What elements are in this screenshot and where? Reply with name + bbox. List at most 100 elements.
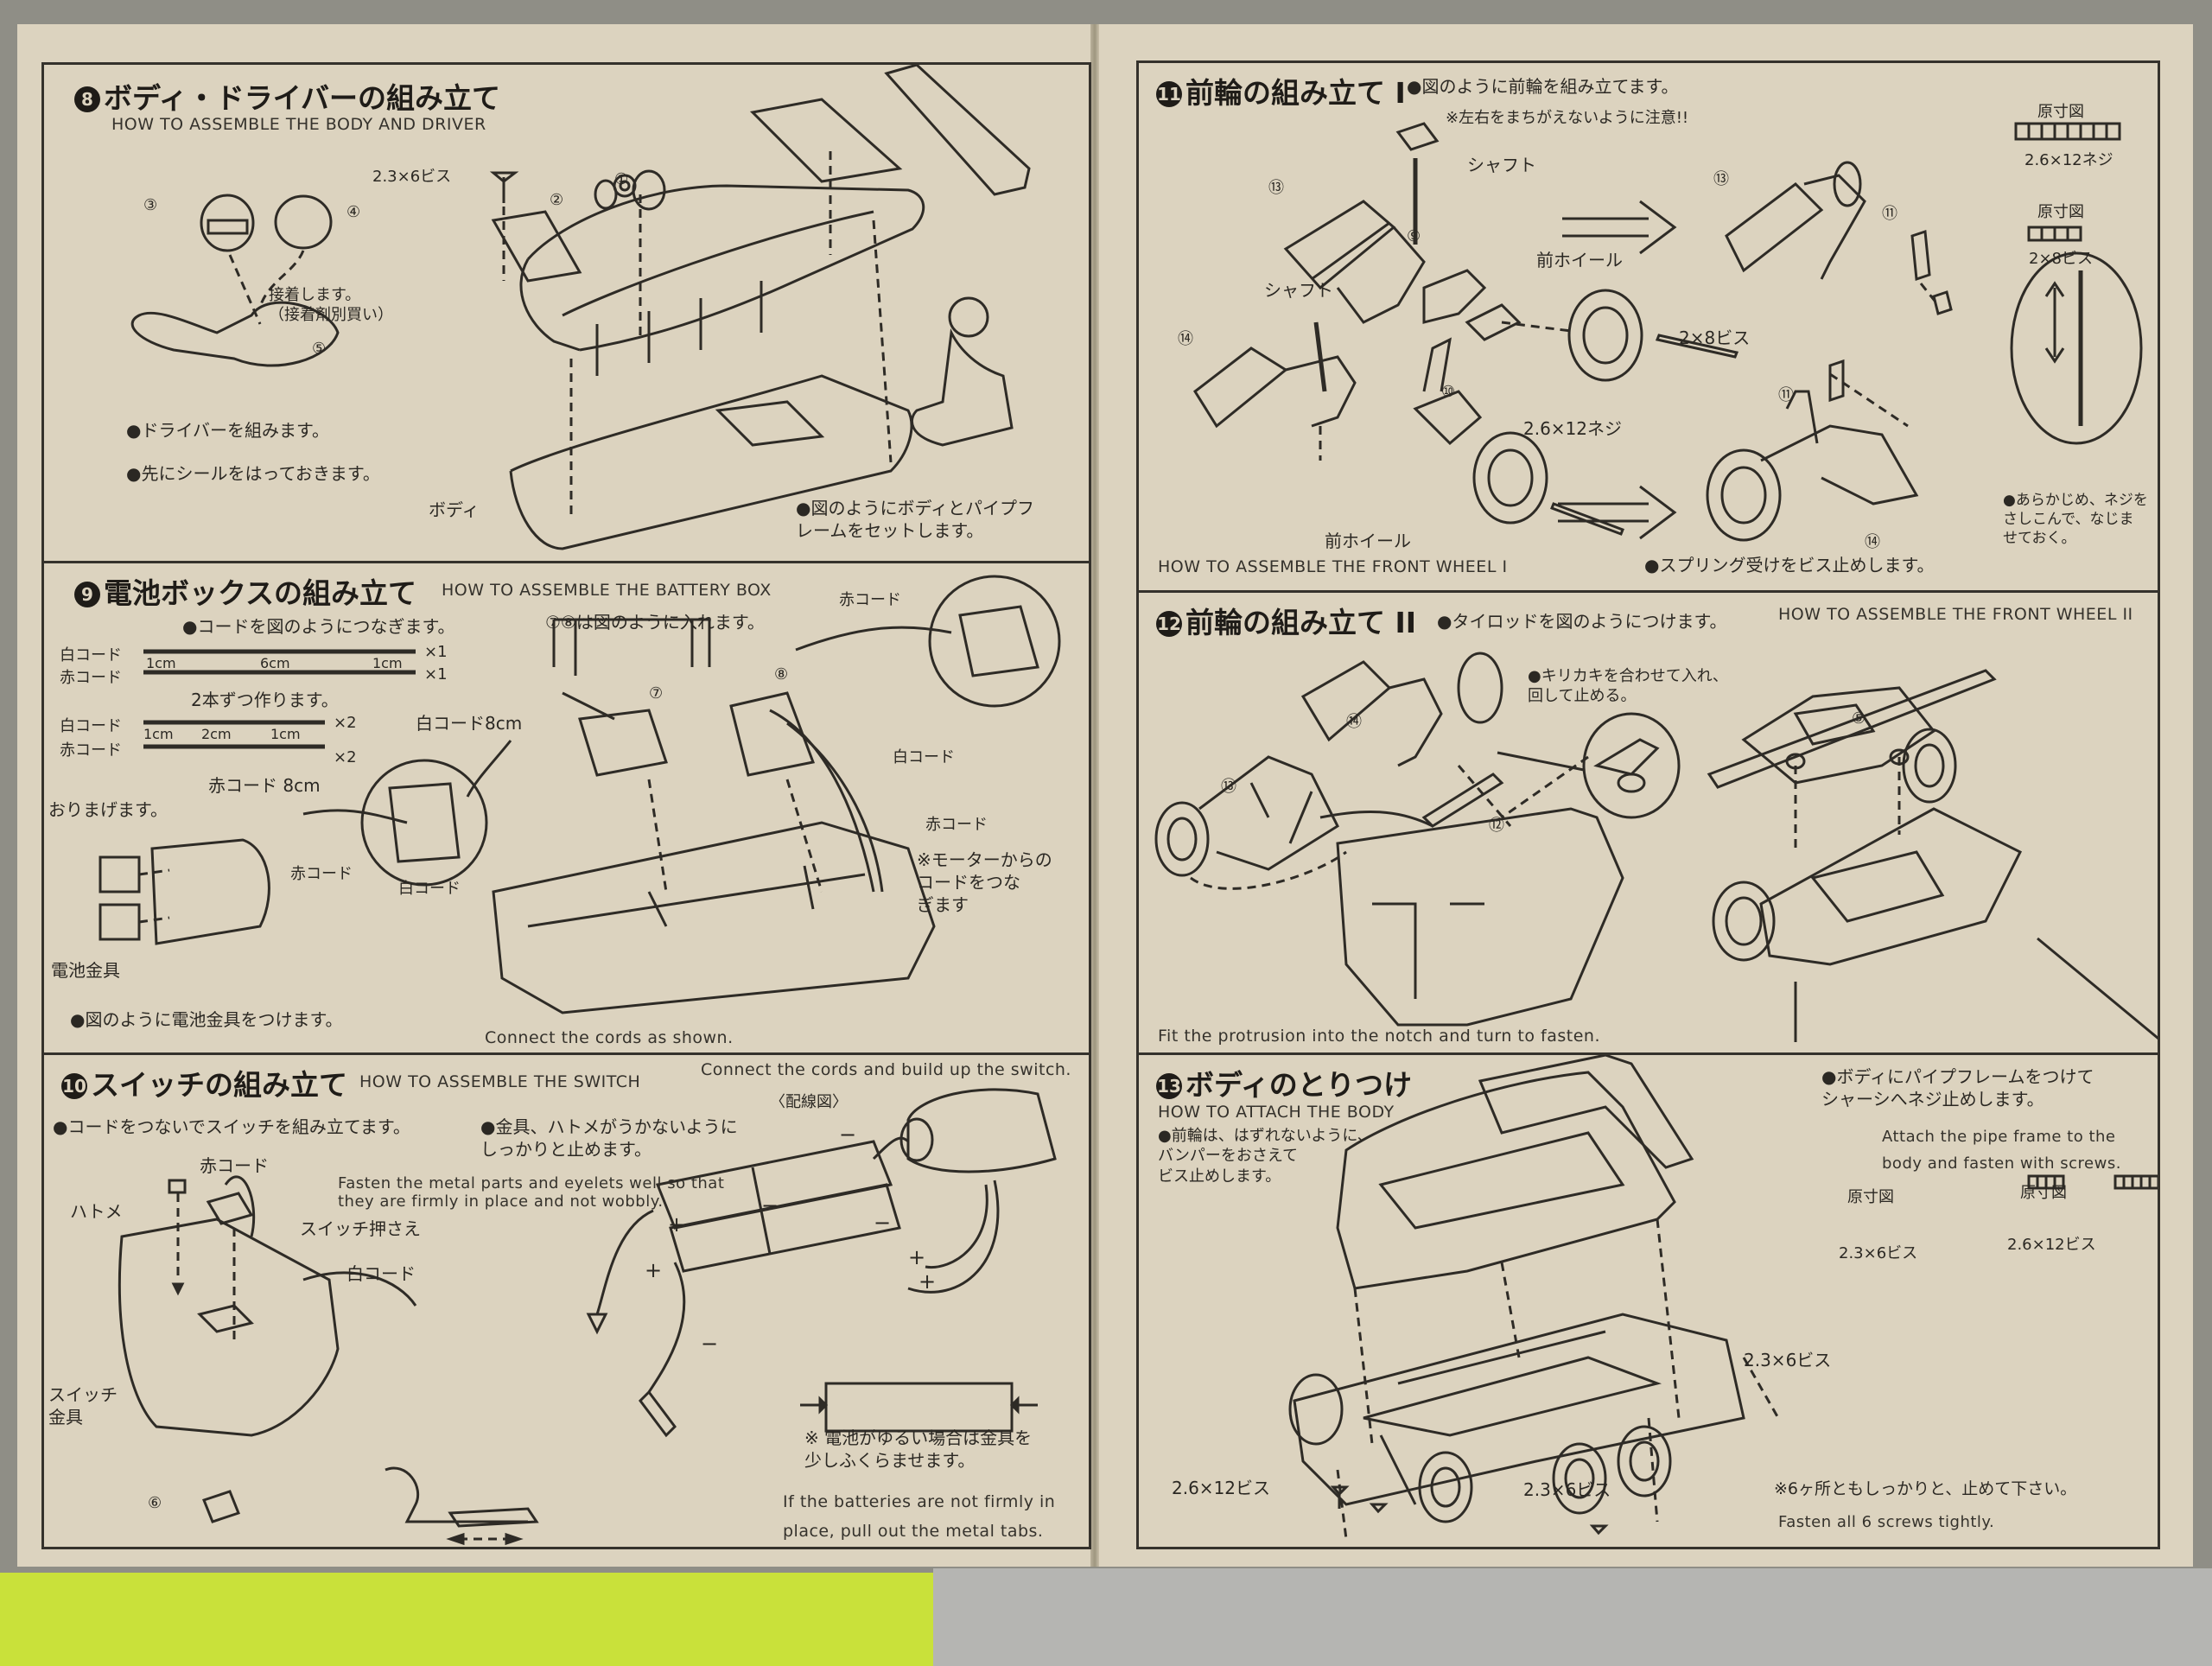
screw-2x8: 2×8ビス xyxy=(1679,327,1751,348)
part-4: ④ xyxy=(346,203,361,221)
part-10: ⑩ xyxy=(1441,383,1456,401)
actual-size-2-6x12: 2.6×12ネジ xyxy=(2024,151,2113,169)
actual-size-2x8: 2×8ビス xyxy=(2029,250,2093,268)
loose-battery-note: ※ 電池がゆるい場合は金具を 少しふくらませます。 xyxy=(804,1428,1033,1471)
pipe-note: ●ボディにパイプフレームをつけて シャーシへネジ止めします。 xyxy=(1821,1066,2094,1110)
part-14-s12: ⑭ xyxy=(1346,713,1362,731)
attach-body-illustration xyxy=(1288,1055,2158,1540)
red-cord-right: 赤コード xyxy=(925,816,988,834)
dim-1cm-c: 1cm xyxy=(143,726,174,742)
red-cord-top: 赤コード xyxy=(839,591,901,609)
shaft-upper: シャフト xyxy=(1467,155,1536,175)
background-green-object xyxy=(0,1573,950,1666)
part-13-left: ⑬ xyxy=(1268,179,1284,197)
dim-2cm: 2cm xyxy=(201,726,232,742)
plus-4: + xyxy=(918,1269,937,1294)
cord-row-3-label: 白コード xyxy=(60,717,122,735)
part-13-s12: ⑬ xyxy=(1221,778,1236,796)
page-fold xyxy=(1090,24,1099,1567)
front-wheel-2-illustration xyxy=(1154,652,2158,1042)
minus-2: − xyxy=(761,1193,779,1218)
front-wheel-lower: 前ホイール xyxy=(1325,531,1411,551)
switch-fitting-label: スイッチ 金具 xyxy=(48,1384,118,1428)
section-11-intro: ●図のように前輪を組み立てます。 xyxy=(1407,76,1679,97)
tight-note: ※6ヶ所ともしっかりと、止めて下さい。 xyxy=(1774,1479,2077,1498)
part-11-upper: ⑪ xyxy=(1882,205,1897,223)
connect-note: ●コードを図のようにつなぎます。 xyxy=(182,616,455,637)
cord-row-1-qty: ×1 xyxy=(424,643,448,661)
section-12-title-en: HOW TO ASSEMBLE THE FRONT WHEEL II xyxy=(1778,605,2133,624)
part-5-right: ⑤ xyxy=(1852,709,1866,728)
cord-row-3-qty: ×2 xyxy=(334,714,357,732)
minus-4: − xyxy=(701,1332,719,1356)
actual-size-s13-b: 原寸図 xyxy=(2020,1184,2067,1202)
section-8-title-en: HOW TO ASSEMBLE THE BODY AND DRIVER xyxy=(111,115,486,134)
section-12-caption-en: Fit the protrusion into the notch and tu… xyxy=(1158,1027,1601,1046)
pipe-note-en: Attach the pipe frame to the body and fa… xyxy=(1882,1128,2121,1173)
motor-note: ※モーターからの コードをつな ぎます xyxy=(917,849,1052,915)
fold-note: おりまげます。 xyxy=(48,799,168,820)
screw-label-2-3x6-bottom: 2.3×6ビス xyxy=(1523,1479,1611,1500)
cord-row-2-label: 赤コード xyxy=(60,669,122,687)
loose-battery-note-en: If the batteries are not firmly in place… xyxy=(783,1492,1056,1542)
minus-3: − xyxy=(874,1211,892,1235)
part-11-lower: ⑪ xyxy=(1778,386,1794,404)
body-label: ボディ xyxy=(429,499,480,520)
dim-1cm-d: 1cm xyxy=(270,726,301,742)
part-14-left: ⑭ xyxy=(1178,330,1193,348)
plus-1: + xyxy=(668,1212,686,1237)
right-page xyxy=(1097,24,2193,1567)
wiring-label: 〈配線図〉 xyxy=(770,1093,848,1111)
front-wheel-upper: 前ホイール xyxy=(1536,250,1623,270)
part-13-right: ⑬ xyxy=(1713,170,1729,188)
switch-holder-label: スイッチ押さえ xyxy=(300,1218,421,1239)
section-12-intro: ●タイロッドを図のようにつけます。 xyxy=(1437,611,1727,632)
actual-size-1: 原寸図 xyxy=(2037,103,2084,121)
section-9-caption-en: Connect the cords as shown. xyxy=(485,1028,734,1047)
part-6: ⑥ xyxy=(148,1494,162,1512)
dim-1cm-b: 1cm xyxy=(372,655,403,671)
part-14-right: ⑭ xyxy=(1865,533,1880,551)
cord-row-4-qty: ×2 xyxy=(334,748,357,766)
cord-row-2-qty: ×1 xyxy=(424,665,448,684)
part-12: ⑫ xyxy=(1489,817,1504,835)
actual-size-2-6x12-s13: 2.6×12ビス xyxy=(2007,1236,2096,1254)
cord-row-1-label: 白コード xyxy=(60,646,122,664)
front-wheel-1-illustration xyxy=(1193,122,2143,542)
section-9-title-en: HOW TO ASSEMBLE THE BATTERY BOX xyxy=(442,581,772,600)
left-page xyxy=(17,24,1093,1567)
body-driver-illustration xyxy=(130,65,1031,550)
plus-2: + xyxy=(645,1258,663,1282)
section-11-title-en: HOW TO ASSEMBLE THE FRONT WHEEL I xyxy=(1158,557,1508,576)
screw-label-2-3x6-right: 2.3×6ビス xyxy=(1744,1350,1832,1370)
insert-note: ⑦⑧は図のように入れます。 xyxy=(545,612,765,633)
part-5: ⑤ xyxy=(312,340,327,358)
dim-6cm: 6cm xyxy=(260,655,290,671)
battery-fitting-label: 電池金具 xyxy=(51,960,120,981)
sticker-note: ●先にシールをはっておきます。 xyxy=(126,463,380,484)
battery-box-illustration xyxy=(99,575,1061,1014)
notch-note: ●キリカキを合わせて入れ、 回して止める。 xyxy=(1528,667,1728,706)
part-3: ③ xyxy=(143,196,158,214)
red-cord-left: 赤コード xyxy=(290,865,353,883)
white-cord-right: 白コード xyxy=(893,748,955,766)
frame-note: ●図のようにボディとパイプフ レームをセットします。 xyxy=(796,498,1035,541)
spring-note: ●スプリング受けをビス止めします。 xyxy=(1644,555,1935,575)
white-cord-left: 白コード xyxy=(398,880,461,898)
eyelet-label: ハトメ xyxy=(70,1201,123,1222)
screw-2-6x12: 2.6×12ネジ xyxy=(1523,418,1623,439)
tight-note-en: Fasten all 6 screws tightly. xyxy=(1778,1513,1995,1531)
section-10-title-en: HOW TO ASSEMBLE THE SWITCH xyxy=(359,1072,641,1091)
section-11-warning: ※左右をまちがえないように注意!! xyxy=(1446,109,1689,127)
plus-3: + xyxy=(908,1245,926,1269)
switch-red-cord: 赤コード xyxy=(200,1155,269,1176)
white-8cm: 白コード8cm xyxy=(416,713,523,734)
